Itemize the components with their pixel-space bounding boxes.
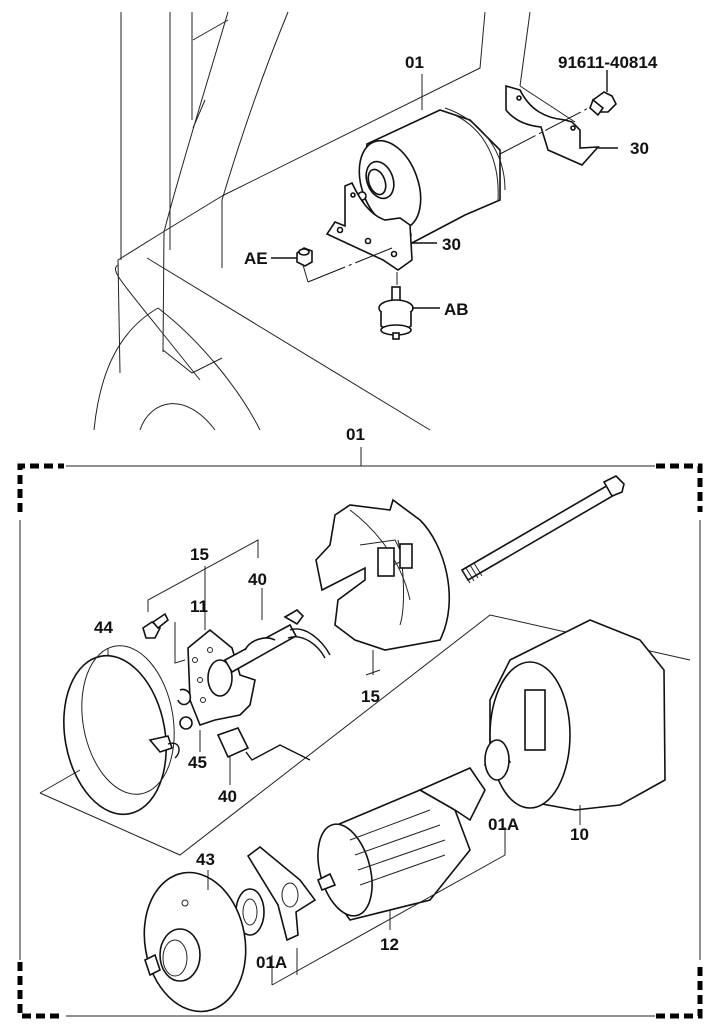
brush-holder xyxy=(187,608,331,726)
label-bearing-left: 01A xyxy=(256,953,287,972)
assembly-frame: 01 xyxy=(17,425,703,1019)
front-bracket xyxy=(143,870,247,1013)
group-bracket-15 xyxy=(147,539,259,612)
bracket-left xyxy=(302,181,437,285)
label-brush-holder-group: 15 xyxy=(190,545,209,564)
end-frame xyxy=(315,498,451,676)
spring xyxy=(177,688,201,752)
rubber-mount-ab xyxy=(378,286,440,340)
brush-lower xyxy=(216,727,311,785)
label-brush-upper: 40 xyxy=(248,570,267,589)
group-bracket-01a xyxy=(271,827,506,986)
bolt-91611-40814 xyxy=(589,70,617,117)
through-bolt xyxy=(460,475,625,584)
label-armature: 12 xyxy=(380,935,399,954)
label-bracket-left: 30 xyxy=(442,235,461,254)
label-yoke: 10 xyxy=(570,825,589,844)
cover-band xyxy=(39,614,691,856)
armature xyxy=(316,739,512,930)
label-bolt-part-number: 91611-40814 xyxy=(558,53,658,72)
label-mount: AB xyxy=(444,300,469,319)
brush-plate xyxy=(246,845,317,942)
label-cover-band: 44 xyxy=(94,618,113,637)
label-nut: AE xyxy=(244,249,268,268)
label-assembly-upper: 01 xyxy=(405,53,424,72)
label-brush-holder: 11 xyxy=(190,597,208,616)
label-end-frame: 15 xyxy=(361,687,380,706)
yoke xyxy=(489,619,666,825)
vehicle-frame-outline xyxy=(93,11,576,431)
label-brush-lower: 40 xyxy=(218,787,237,806)
label-bracket-right: 30 xyxy=(630,139,649,158)
starter-motor-upper xyxy=(357,107,506,245)
label-bearing-right: 01A xyxy=(488,815,519,834)
label-spring: 45 xyxy=(188,753,207,772)
group-bracket-11 xyxy=(174,622,186,664)
nut-ae xyxy=(271,247,313,267)
screw-brush-holder xyxy=(142,612,170,639)
bracket-right xyxy=(499,84,618,166)
label-assembly-lower: 01 xyxy=(346,425,365,444)
label-front-bracket: 43 xyxy=(196,850,215,869)
